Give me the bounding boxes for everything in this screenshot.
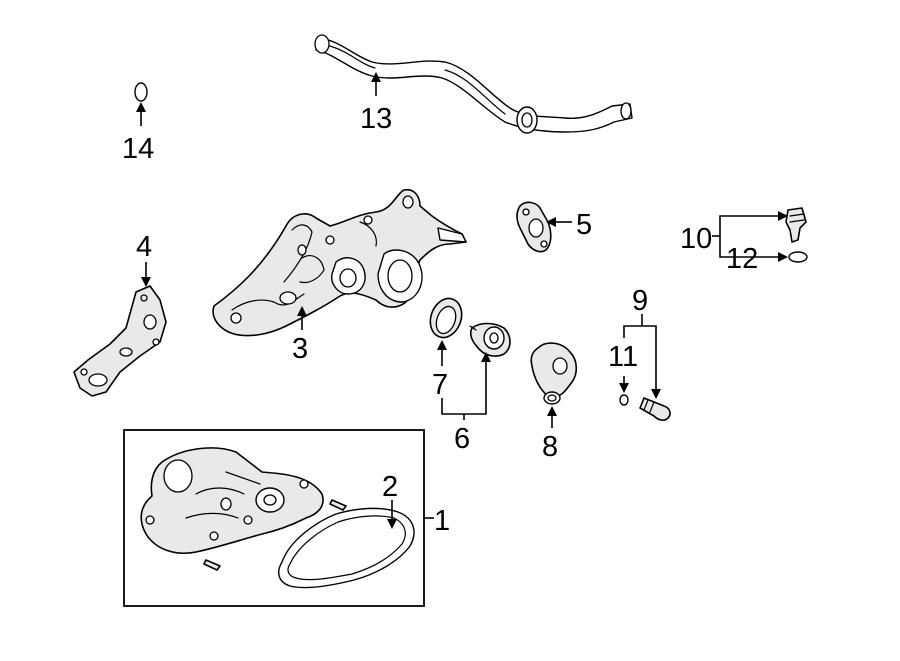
water-housing-part-3[interactable]: [212, 188, 467, 337]
o-ring-part-12[interactable]: [788, 251, 808, 263]
callout-13: 13: [360, 103, 392, 135]
dowel-pin[interactable]: [203, 559, 221, 571]
callout-3: 3: [292, 333, 308, 365]
thermostat-housing-part-8[interactable]: [530, 342, 578, 405]
callout-4: 4: [136, 231, 152, 263]
callout-6: 6: [454, 423, 470, 455]
callout-10: 10: [680, 223, 712, 255]
leader-11: [619, 376, 629, 393]
dowel-pin[interactable]: [329, 499, 347, 511]
o-ring-part-11[interactable]: [619, 394, 629, 406]
callout-2: 2: [382, 471, 398, 503]
callout-12: 12: [726, 243, 758, 275]
callout-8: 8: [542, 431, 558, 463]
water-pump-part-1[interactable]: [140, 447, 324, 554]
flange-part-5[interactable]: [516, 201, 552, 253]
leader-4: [141, 262, 151, 287]
leader-9: [623, 314, 661, 399]
leader-2: [387, 500, 397, 529]
leader-5: [546, 217, 572, 227]
leader-6-7: [437, 340, 491, 420]
leader-3: [297, 306, 307, 330]
leader-14: [136, 102, 146, 126]
o-ring-part-14[interactable]: [134, 82, 148, 102]
sensor-part-9[interactable]: [639, 397, 671, 421]
leader-10-12: [712, 211, 788, 262]
callout-7: 7: [432, 369, 448, 401]
callout-1: 1: [434, 505, 450, 537]
coolant-pipe-part-13[interactable]: [314, 34, 633, 134]
callout-11: 11: [608, 341, 638, 373]
callout-14: 14: [122, 133, 154, 165]
pump-gasket-part-2[interactable]: [278, 507, 415, 589]
thermostat-seal-part-7[interactable]: [425, 294, 467, 342]
thermostat-part-6[interactable]: [469, 322, 511, 357]
gasket-part-4[interactable]: [73, 285, 167, 397]
leader-13: [371, 72, 381, 96]
bleeder-part-10[interactable]: [785, 207, 807, 243]
leader-8: [547, 406, 557, 428]
callout-9: 9: [632, 285, 648, 317]
callout-5: 5: [576, 209, 592, 241]
